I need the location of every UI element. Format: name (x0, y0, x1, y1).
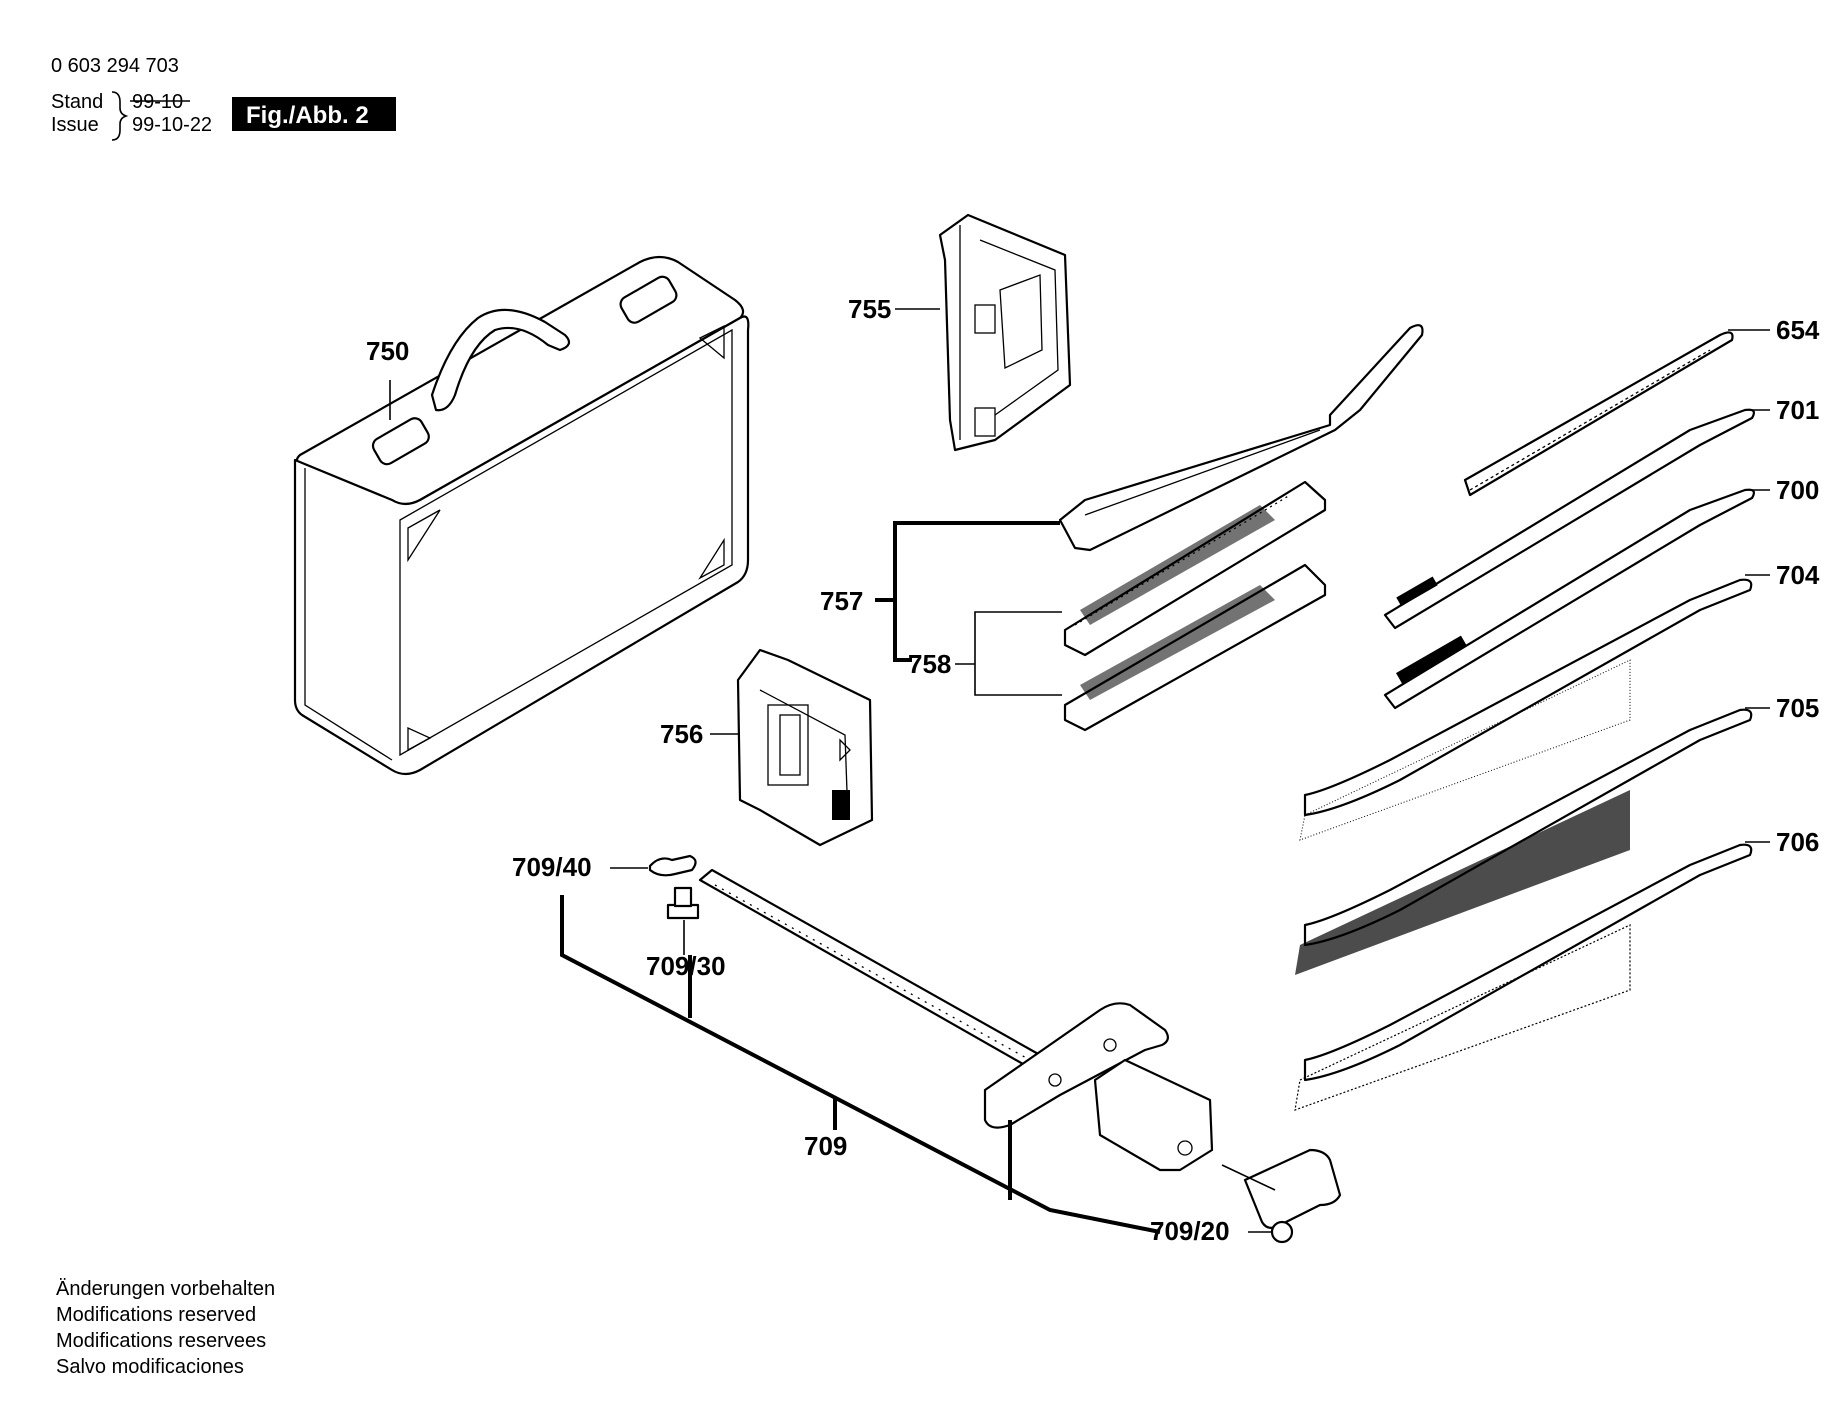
part-755-holder (895, 213, 1072, 452)
callout-706: 706 (1776, 827, 1819, 857)
callout-709-40: 709/40 (512, 852, 592, 882)
callout-654: 654 (1776, 315, 1820, 345)
callout-755: 755 (848, 294, 891, 324)
footer-line: Modifications reserved (56, 1304, 256, 1326)
callout-757: 757 (820, 586, 863, 616)
part-number: 0 603 294 703 (51, 55, 179, 77)
callout-700: 700 (1776, 475, 1819, 505)
bracket-758 (974, 611, 1062, 696)
issue-date: 99-10-22 (132, 114, 212, 136)
issue-label: Issue (51, 114, 99, 136)
callout-756: 756 (660, 719, 703, 749)
callout-709: 709 (804, 1131, 847, 1161)
figure-label-box (232, 97, 396, 131)
part-756-holder (710, 648, 874, 847)
callout-704: 704 (1776, 560, 1820, 590)
part-750-carry-case (293, 255, 750, 776)
header-block: 0 603 294 703 Stand Issue 99-10 99-10-22… (51, 55, 396, 141)
part-704-brush (1299, 574, 1770, 841)
part-705-brush (1295, 707, 1770, 975)
part-709-parallel-guide (560, 854, 1342, 1244)
callout-709-30: 709/30 (646, 951, 726, 981)
footer-notes: Änderungen vorbehalten Modifications res… (56, 1278, 275, 1378)
footer-line: Änderungen vorbehalten (56, 1278, 275, 1300)
bracket-757 (893, 521, 1060, 662)
bracket-709 (560, 895, 1161, 1234)
part-757-blade-with-rasp (875, 324, 1424, 732)
part-654-saw-blade (1463, 329, 1770, 497)
callout-758: 758 (908, 649, 951, 679)
part-700-rasp-blade (1383, 488, 1770, 710)
figure-label: Fig./Abb. 2 (246, 102, 369, 129)
callout-709-20: 709/20 (1150, 1216, 1230, 1246)
callout-750: 750 (366, 336, 409, 366)
part-706-brush (1294, 841, 1770, 1111)
brace-icon (111, 91, 129, 141)
callout-701: 701 (1776, 395, 1819, 425)
stand-date-struck: 99-10 (132, 91, 183, 113)
callout-705: 705 (1776, 693, 1819, 723)
part-701-rasp-blade (1383, 408, 1770, 630)
footer-line: Modifications reservees (56, 1330, 266, 1352)
stand-label: Stand (51, 91, 103, 113)
footer-line: Salvo modificaciones (56, 1356, 244, 1378)
